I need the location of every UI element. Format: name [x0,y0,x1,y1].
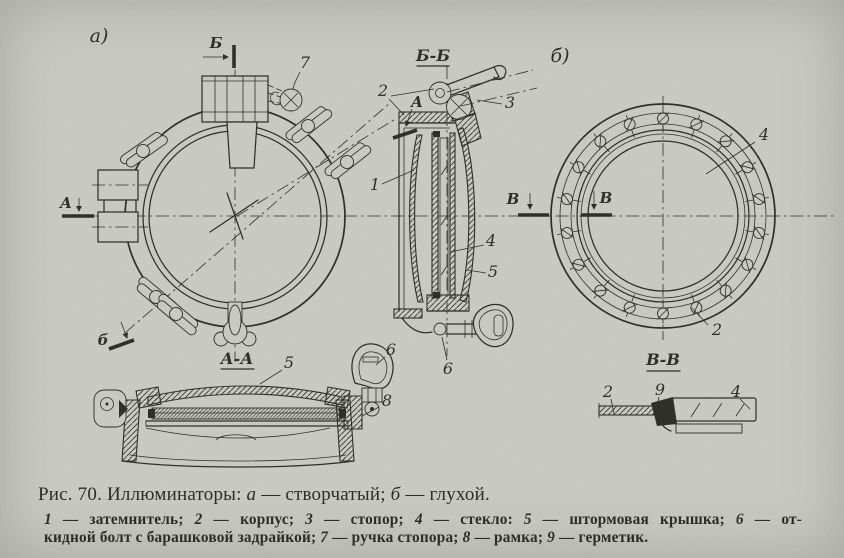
caption-part: — створчатый; [256,484,391,505]
caption-part: Рис. 70. Иллюминаторы: [38,484,247,505]
legend-line-1: 1 — затемнитель; 2 — корпус; 3 — стопор;… [44,511,802,528]
figure-legend: 1 — затемнитель; 2 — корпус; 3 — стопор;… [44,511,802,547]
caption-part-italic-b: б [390,484,401,505]
caption-part: — глухой. [400,484,490,505]
figure-caption: Рис. 70. Иллюминаторы: а — створчатый; б… [38,484,818,506]
legend-line-2: кидной болт с барашковой задрайкой; 7 — … [44,529,649,546]
caption-part-italic-a: а [246,484,257,505]
